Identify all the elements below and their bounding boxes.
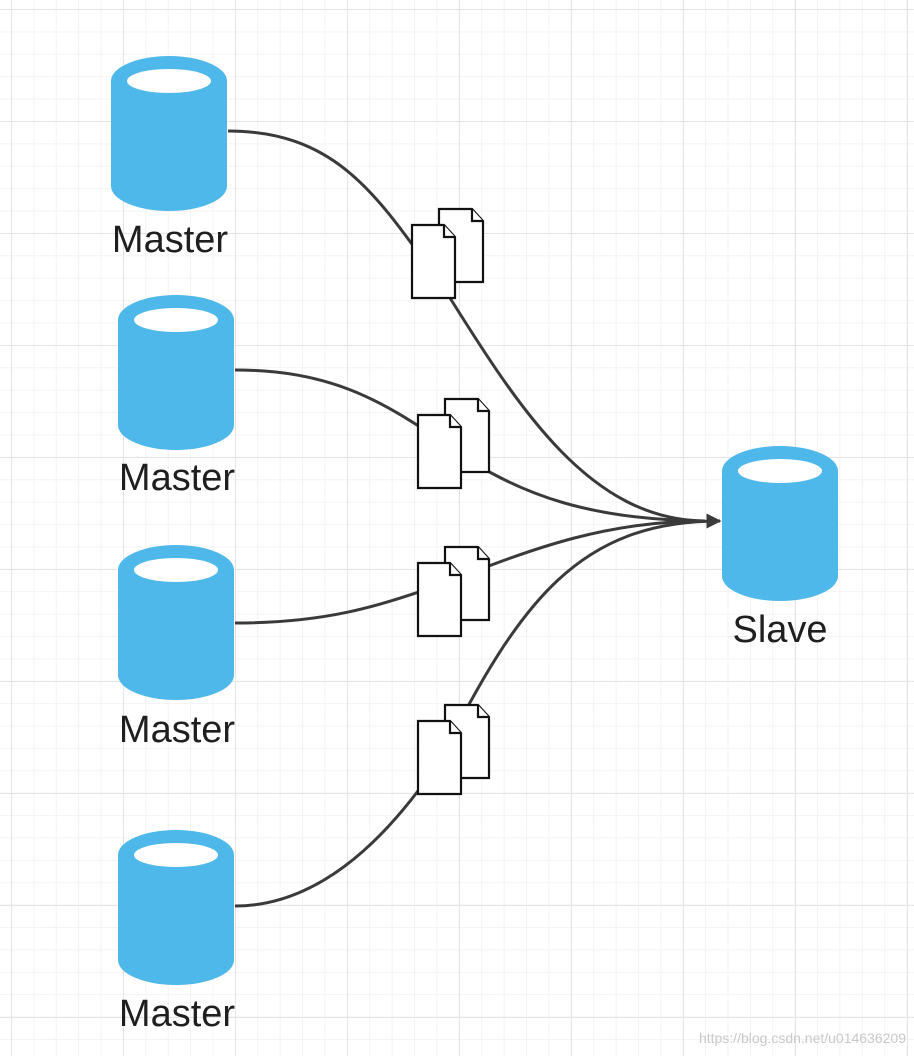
master-2-database-icon (118, 295, 234, 450)
documents-icon (416, 397, 491, 490)
slave-database-icon (722, 446, 838, 601)
documents-icon (410, 207, 485, 300)
master-3-label: Master (119, 709, 235, 751)
master-3-database-icon (118, 545, 234, 700)
master-4-database-icon (118, 830, 234, 985)
slave-label: Slave (732, 609, 827, 651)
master-1-database-icon (111, 56, 227, 211)
master-1-label: Master (112, 219, 228, 261)
watermark: https://blog.csdn.net/u014636209 (698, 1030, 906, 1046)
master-4-label: Master (119, 993, 235, 1035)
documents-icon (416, 703, 491, 796)
documents-icon (416, 545, 491, 638)
master-2-label: Master (119, 457, 235, 499)
